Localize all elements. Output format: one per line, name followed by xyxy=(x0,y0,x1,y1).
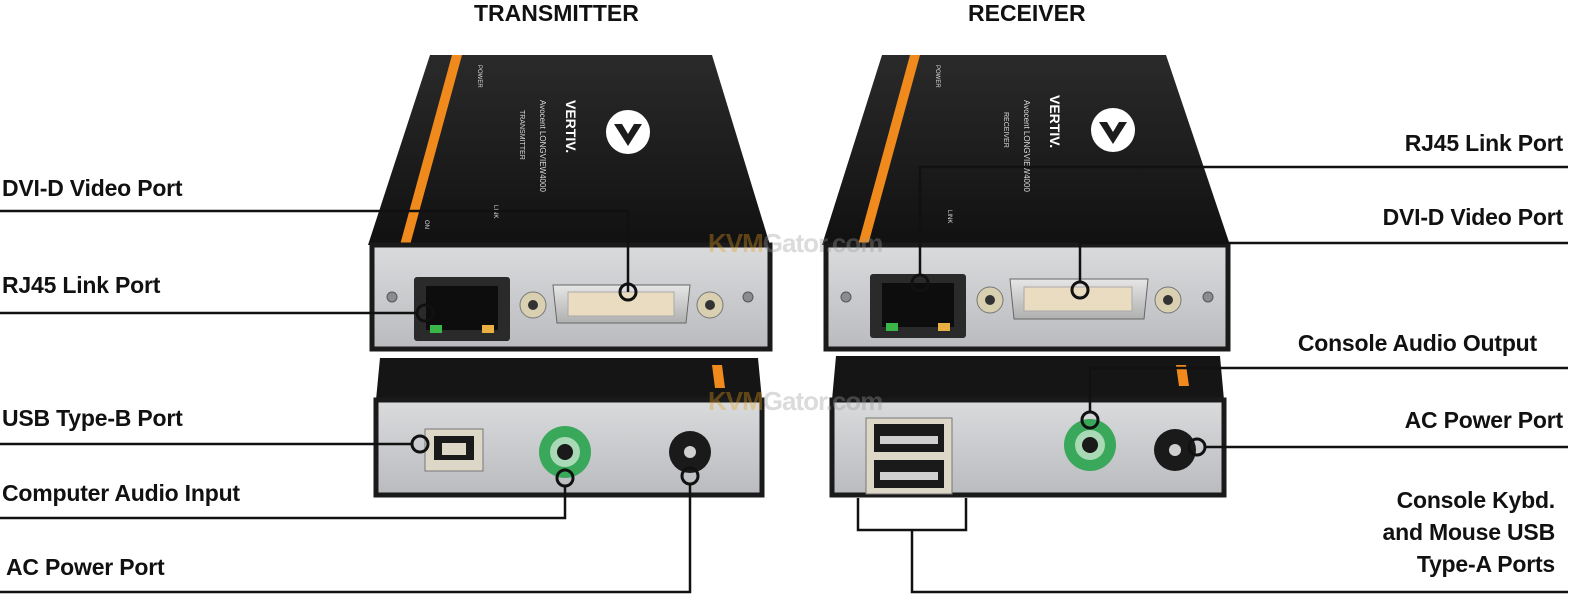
receiver-rj45-port-icon xyxy=(870,274,966,338)
leader-tx-dvi xyxy=(0,209,630,292)
screw-icon xyxy=(1202,291,1214,303)
receiver-brand-text: VERTIV. xyxy=(1047,95,1063,148)
screw-icon xyxy=(386,291,398,303)
receiver-top-body xyxy=(822,55,1230,245)
transmitter-top-body xyxy=(368,55,770,245)
transmitter-orange-stripe xyxy=(400,55,462,245)
transmitter-usb-b-port-icon xyxy=(424,428,484,472)
leader-rx-rj45-dot xyxy=(910,273,930,293)
leader-rx-usb-a xyxy=(910,530,1568,594)
receiver-power-text: POWER xyxy=(934,65,940,88)
leader-rx-ac-power-dot xyxy=(1187,437,1207,457)
transmitter-brand-text: VERTIV. xyxy=(563,100,579,153)
receiver-unit: VERTIV. Avocent LONGVIEW4000 RECEIVER PO… xyxy=(822,55,1231,498)
receiver-vertiv-logo-icon xyxy=(1091,108,1135,152)
receiver-link-text: LINK xyxy=(946,210,952,223)
label-rx-ac-power: AC Power Port xyxy=(1404,407,1564,433)
receiver-title: RECEIVER xyxy=(968,0,1086,26)
leader-tx-ac-power-dot xyxy=(680,466,700,486)
receiver-usb-a-ports-icon xyxy=(865,417,953,495)
label-rx-audio-out: Console Audio Output xyxy=(1297,330,1537,356)
receiver-bottom-orange-stripe xyxy=(1176,365,1189,386)
transmitter-role-text: TRANSMITTER xyxy=(518,110,525,160)
leader-rx-audio-out-dot xyxy=(1080,410,1100,430)
label-tx-ac-power: AC Power Port xyxy=(6,554,165,580)
leader-tx-audio-in-dot xyxy=(555,468,575,488)
leader-tx-usb-b-dot xyxy=(410,434,430,454)
transmitter-vertiv-logo-icon xyxy=(606,110,650,154)
receiver-role-text: RECEIVER xyxy=(1002,112,1009,148)
leader-rx-dvi xyxy=(1078,241,1568,282)
transmitter-rj45-port-icon xyxy=(414,277,510,341)
label-tx-rj45: RJ45 Link Port xyxy=(2,272,161,298)
transmitter-dvi-port-icon xyxy=(519,284,724,324)
leader-tx-audio-in xyxy=(0,486,567,520)
transmitter-unit: VERTIV. Avocent LONGVIEW4000 TRANSMITTER… xyxy=(368,55,773,498)
transmitter-title: TRANSMITTER xyxy=(474,0,639,26)
leader-rx-audio-out xyxy=(1088,366,1568,412)
transmitter-power-text: POWER xyxy=(476,65,482,88)
transmitter-audio-in-port-icon xyxy=(539,426,591,478)
screw-icon xyxy=(742,291,754,303)
receiver-orange-stripe xyxy=(858,55,920,245)
transmitter-bottom-body xyxy=(376,358,762,400)
label-tx-dvi: DVI-D Video Port xyxy=(2,175,183,201)
label-rx-usb-a-line2: and Mouse USB xyxy=(1382,519,1556,546)
leader-tx-rj45-dot xyxy=(415,303,435,323)
watermark-kvm-text: KVM xyxy=(708,228,764,258)
receiver-model-text: Avocent LONGVIEW4000 xyxy=(1022,100,1031,192)
receiver-ac-power-port-icon xyxy=(1154,429,1196,471)
watermark-gator-text: Gator.com xyxy=(762,386,884,416)
leader-rx-usb-a-bracket xyxy=(856,498,968,532)
screw-icon xyxy=(840,291,852,303)
watermark-bottom: KVMGator.com xyxy=(708,386,884,417)
label-rx-dvi: DVI-D Video Port xyxy=(1382,204,1564,230)
label-rx-usb-a-line3: Type-A Ports xyxy=(1416,551,1555,578)
label-rx-usb-a: Console Kybd. and Mouse USB Type-A Ports xyxy=(1382,484,1556,581)
transmitter-bottom-orange-stripe xyxy=(712,365,725,388)
receiver-audio-out-port-icon xyxy=(1064,419,1116,471)
label-rx-rj45: RJ45 Link Port xyxy=(1404,130,1563,156)
leader-tx-dvi-dot xyxy=(618,282,638,302)
receiver-bottom-body xyxy=(832,356,1224,400)
leader-rx-rj45 xyxy=(918,165,1568,275)
label-rx-usb-a-line1: Console Kybd. xyxy=(1396,487,1556,513)
transmitter-model-text: Avocent LONGVIEW4000 xyxy=(538,100,547,192)
leader-tx-ac-power xyxy=(0,484,692,594)
label-tx-usb-b: USB Type-B Port xyxy=(2,405,183,431)
watermark-kvm-text: KVM xyxy=(708,386,764,416)
label-tx-audio-in: Computer Audio Input xyxy=(2,480,240,506)
watermark-top: KVMGator.com xyxy=(708,228,884,259)
transmitter-ac-power-port-icon xyxy=(669,431,711,473)
watermark-gator-text: Gator.com xyxy=(762,228,884,258)
leader-rx-dvi-dot xyxy=(1070,280,1090,300)
transmitter-on-text: ON xyxy=(423,220,429,229)
